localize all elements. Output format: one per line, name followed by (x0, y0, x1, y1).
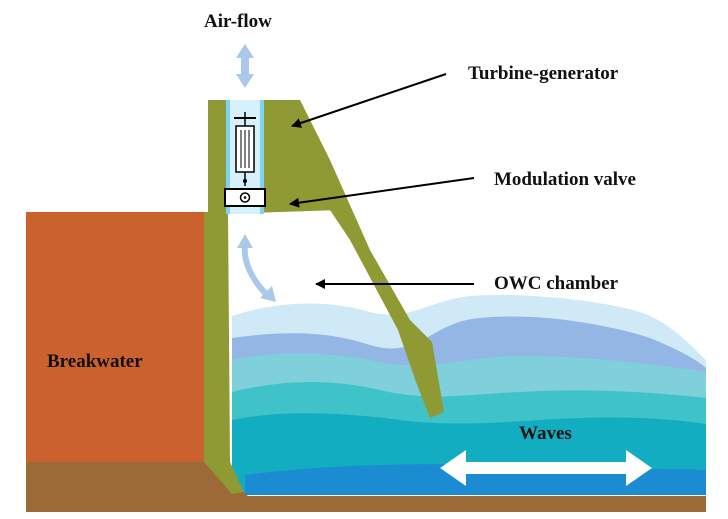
valve-pointer-arrow (289, 177, 475, 208)
waves-label: Waves (519, 423, 572, 444)
airflow-label: Air-flow (204, 11, 272, 32)
turbine-generator-label: Turbine-generator (468, 63, 619, 84)
turbine-generator-icon (234, 112, 256, 186)
airflow-arrow-chamber (237, 234, 276, 302)
air-duct-right-edge (260, 100, 264, 214)
sea-water (232, 294, 706, 495)
waves-arrow (440, 450, 652, 486)
curtain-wall (280, 100, 444, 418)
modulation-valve-icon (224, 188, 266, 207)
airflow-arrow-top (236, 44, 254, 88)
modulation-valve-label: Modulation valve (494, 169, 636, 190)
seabed (26, 462, 706, 512)
breakwater-block (26, 212, 210, 464)
air-duct-left-edge (226, 100, 230, 214)
breakwater-label: Breakwater (47, 351, 143, 372)
owc-chamber-label: OWC chamber (494, 273, 619, 294)
front-wall (204, 212, 244, 494)
turbine-pointer-arrow (291, 73, 447, 128)
